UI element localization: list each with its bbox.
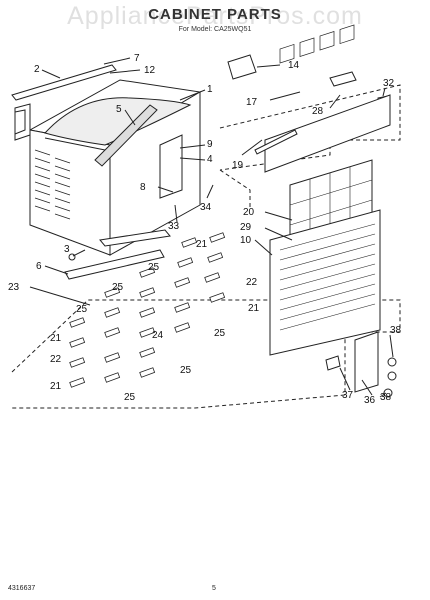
callout-25c: 25 (76, 304, 88, 315)
callout-25d: 25 (214, 328, 226, 339)
callout-22b: 22 (50, 354, 62, 365)
callout-28: 28 (312, 106, 324, 117)
diagram-subtitle: For Model: CA25WQ51 (178, 26, 252, 33)
callout-22a: 22 (246, 277, 258, 288)
callout-33: 33 (168, 221, 180, 232)
callout-25a: 25 (148, 262, 160, 273)
callout-7: 7 (134, 53, 140, 64)
callout-5: 5 (116, 104, 122, 115)
callout-4: 4 (207, 154, 213, 165)
dashed-frame-top-right (219, 84, 401, 171)
callout-14: 14 (288, 60, 300, 71)
callout-9: 9 (207, 139, 213, 150)
callout-34: 34 (200, 202, 212, 213)
callout-2: 2 (34, 64, 40, 75)
callout-37: 37 (342, 390, 354, 401)
knob-38c (383, 388, 393, 398)
knob-38a (387, 357, 397, 367)
callout-25b: 25 (112, 282, 124, 293)
callout-19: 19 (232, 160, 244, 171)
support-rail-6 (64, 249, 165, 280)
callout-10: 8 (140, 182, 146, 193)
control-bracket-36 (354, 331, 379, 393)
watermark: AppliancePartsPros.com (67, 2, 363, 30)
callout-21d: 21 (50, 381, 62, 392)
callout-17: 17 (246, 97, 258, 108)
callout-21b: 21 (248, 303, 260, 314)
front-grille (269, 209, 381, 356)
callout-12: 12 (144, 65, 156, 76)
cabinet-body (28, 79, 202, 256)
callout-20: 20 (243, 207, 255, 218)
rod-19 (254, 129, 298, 155)
diagram-title: CABINET PARTS (148, 6, 282, 23)
callout-8: 10 (240, 235, 252, 246)
callout-32: 32 (383, 78, 395, 89)
callout-21a: 21 (196, 239, 208, 250)
top-grille-panel (264, 94, 391, 173)
callout-23: 23 (8, 282, 20, 293)
screw-3 (68, 253, 76, 261)
bracket-28 (329, 71, 357, 87)
callout-29: 29 (240, 222, 252, 233)
callout-21c: 21 (50, 333, 62, 344)
dashed-frame-grille (219, 169, 251, 210)
page-number: 5 (212, 585, 216, 592)
callout-labels: 2 7 12 1 5 9 4 8 34 33 3 6 23 14 17 32 2… (8, 53, 402, 406)
callout-38b: 38 (380, 392, 392, 403)
bracket-14 (227, 54, 257, 80)
callout-1: 1 (207, 84, 213, 95)
clip-group (69, 232, 226, 388)
side-rail-12 (14, 109, 26, 135)
switch-37 (325, 355, 341, 371)
knob-38b (387, 371, 397, 381)
doc-number: 4316637 (8, 585, 36, 592)
callout-24: 24 (152, 330, 164, 341)
callout-25e: 25 (180, 365, 192, 376)
callout-25f: 25 (124, 392, 136, 403)
callout-36: 36 (364, 395, 376, 406)
callout-3: 3 (64, 244, 70, 255)
top-rail-left (11, 64, 117, 101)
callout-38a: 38 (390, 325, 402, 336)
callout-6: 6 (36, 261, 42, 272)
